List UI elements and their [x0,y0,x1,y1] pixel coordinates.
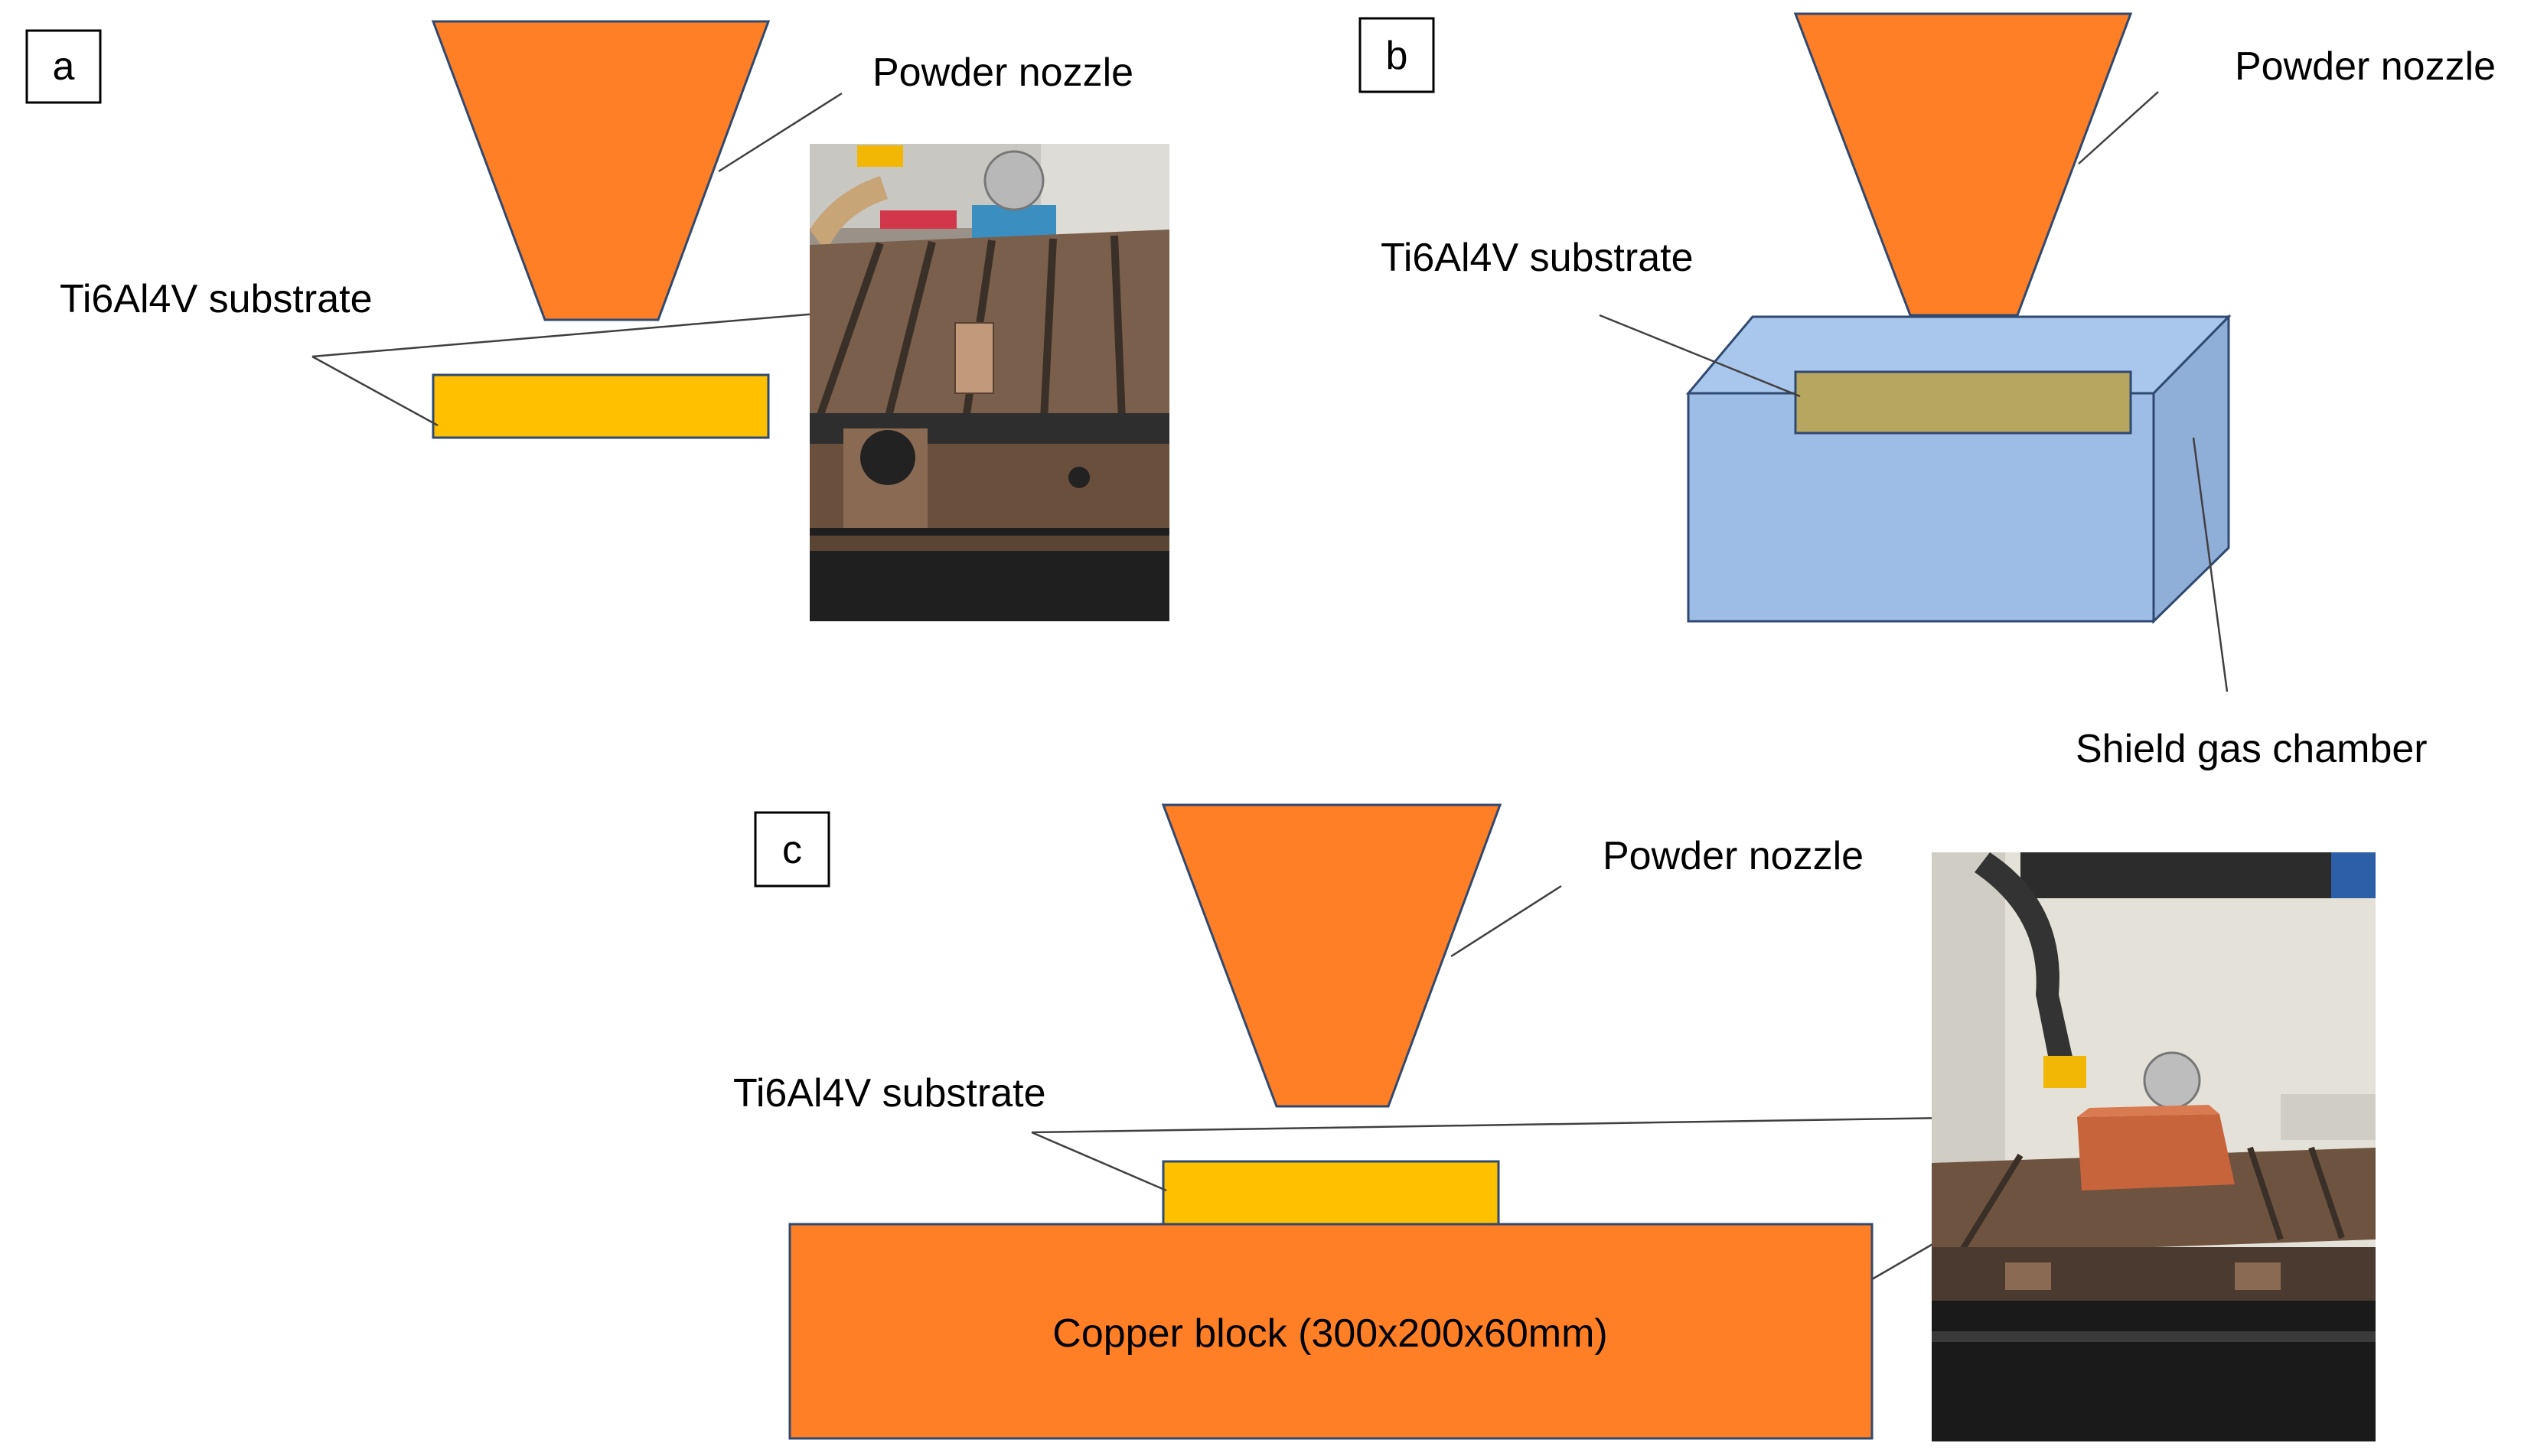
panel-c-letter-box [754,811,830,888]
panel-c-nozzle-label: Powder nozzle [1603,834,1864,878]
panel-b-substrate [1794,370,2132,435]
panel-b-letter: b [1386,34,1408,78]
panel-a-photo [810,144,1169,621]
panel-b-substrate-leader [1599,314,1801,398]
panel-a-letter: a [53,44,75,89]
panel-c-powder-nozzle [1161,803,1502,1108]
panel-c-substrate-leader-right [1031,1114,2098,1134]
panel-b-letter-box [1358,17,1435,93]
panel-c-nozzle-leader [1450,884,1562,958]
panel-b-powder-nozzle [1793,12,2133,317]
panel-b-chamber-label: Shield gas chamber [2076,727,2428,771]
panel-b-nozzle-label: Powder nozzle [2235,44,2496,89]
panel-c-substrate-leader-left [1031,1131,1167,1192]
copper-block [788,1223,1874,1440]
photo-copper-block [2077,1114,2235,1191]
panel-a-substrate-label: Ti6Al4V substrate [60,277,372,321]
panel-c: c Powder nozzle Copper block (300x200x60… [733,803,2376,1441]
panel-c-letter: c [782,828,802,872]
panel-b-nozzle-leader [2078,91,2159,164]
panel-a-powder-nozzle [431,20,771,321]
panel-c-substrate [1162,1160,1500,1226]
panel-a-nozzle-label: Powder nozzle [872,50,1133,95]
panel-a-nozzle-leader [718,92,843,173]
panel-a: a Powder nozzle Ti6Al4V substrate [25,20,1169,621]
panel-a-substrate-leader-left [311,355,439,427]
copper-block-label: Copper block (300x200x60mm) [1052,1311,1607,1356]
panel-b-substrate-label: Ti6Al4V substrate [1381,236,1693,280]
panel-a-substrate [432,373,770,439]
panel-c-substrate-label: Ti6Al4V substrate [733,1071,1045,1116]
panel-b-chamber-leader [2192,437,2229,692]
panel-c-photo [1932,852,2376,1441]
panel-b: b Powder nozzle Ti6Al4V substrate Shield… [1358,12,2496,771]
panel-a-letter-box [25,29,102,104]
